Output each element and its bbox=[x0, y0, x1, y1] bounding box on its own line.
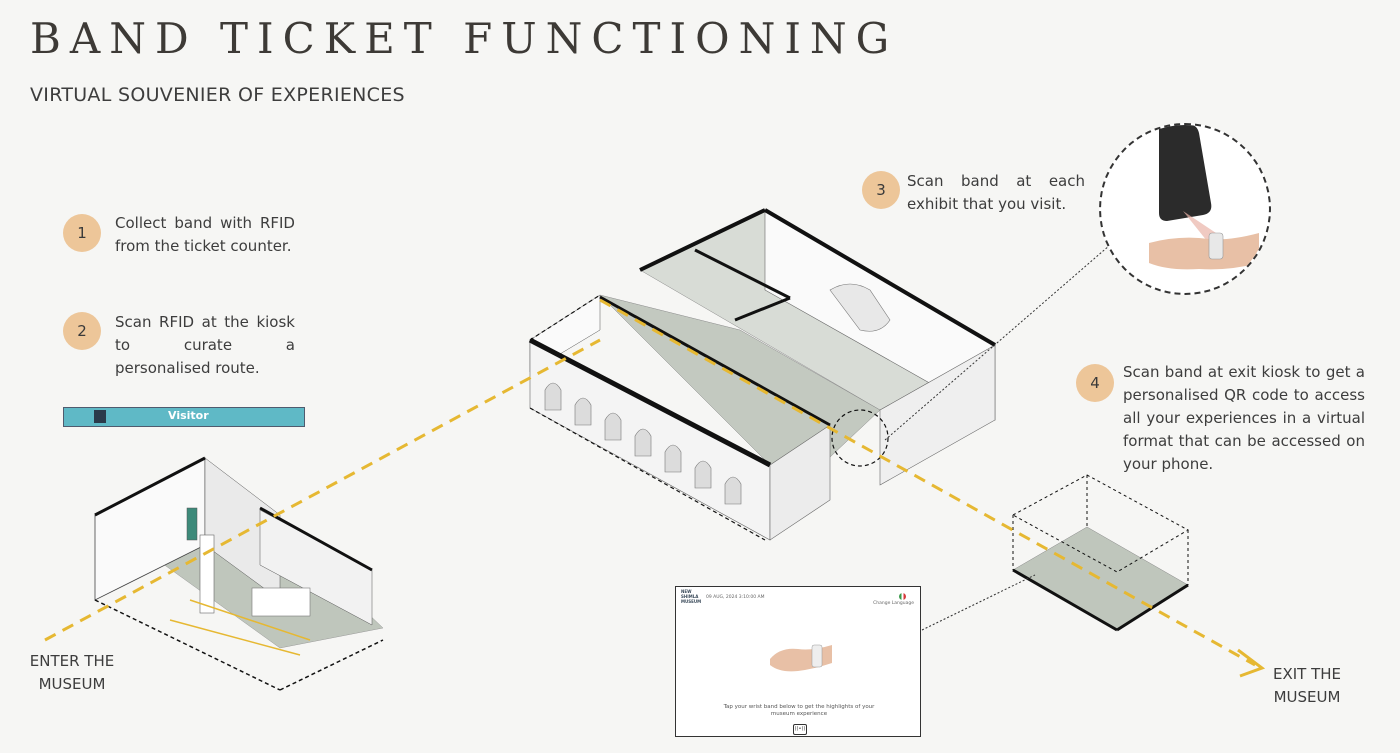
qr-code-icon bbox=[94, 410, 106, 423]
step-4-badge: 4 bbox=[1076, 364, 1114, 402]
exit-museum-label: EXIT THE MUSEUM bbox=[1272, 665, 1342, 706]
entrance-block bbox=[94, 456, 384, 691]
step-3-text: Scan band at each exhibit that you visit… bbox=[907, 172, 1085, 213]
step-1-text: Collect band with RFID from the ticket c… bbox=[115, 214, 295, 255]
wrist-hand-icon bbox=[770, 644, 832, 672]
kiosk-date-time: 09 AUG, 2024 3:10:00 AM bbox=[706, 595, 765, 600]
visitor-path bbox=[44, 298, 1266, 678]
step-4-text: Scan band at exit kiosk to get a persona… bbox=[1123, 363, 1365, 473]
step-3-badge: 3 bbox=[862, 171, 900, 209]
step-2-badge: 2 bbox=[63, 312, 101, 350]
step-2-text: Scan RFID at the kiosk to curate a perso… bbox=[115, 313, 295, 377]
scanner-zoom-illustration bbox=[1099, 123, 1271, 295]
exhibit-block bbox=[528, 208, 997, 541]
kiosk-brand: NEW SHIMLA MUSEUM bbox=[681, 589, 702, 604]
page-subtitle: VIRTUAL SOUVENIER OF EXPERIENCES bbox=[30, 84, 405, 106]
kiosk-instruction: Tap your wrist band below to get the hig… bbox=[723, 704, 875, 717]
rfid-band-illustration: Visitor bbox=[63, 407, 305, 427]
exit-kiosk-screen: NEW SHIMLA MUSEUM 09 AUG, 2024 3:10:00 A… bbox=[675, 586, 921, 737]
enter-museum-label: ENTER THE MUSEUM bbox=[29, 652, 115, 693]
band-label: Visitor bbox=[168, 409, 209, 422]
rfid-scanner-icon bbox=[1149, 125, 1259, 270]
leader-lines bbox=[884, 244, 1111, 631]
rfid-tap-icon[interactable]: ((•)) bbox=[793, 724, 807, 735]
page-title: BAND TICKET FUNCTIONING bbox=[30, 14, 899, 63]
step-1-badge: 1 bbox=[63, 214, 101, 252]
change-language-button[interactable]: Change Language bbox=[873, 601, 914, 606]
language-flag-icon[interactable] bbox=[899, 593, 906, 600]
exit-block bbox=[1011, 474, 1190, 632]
